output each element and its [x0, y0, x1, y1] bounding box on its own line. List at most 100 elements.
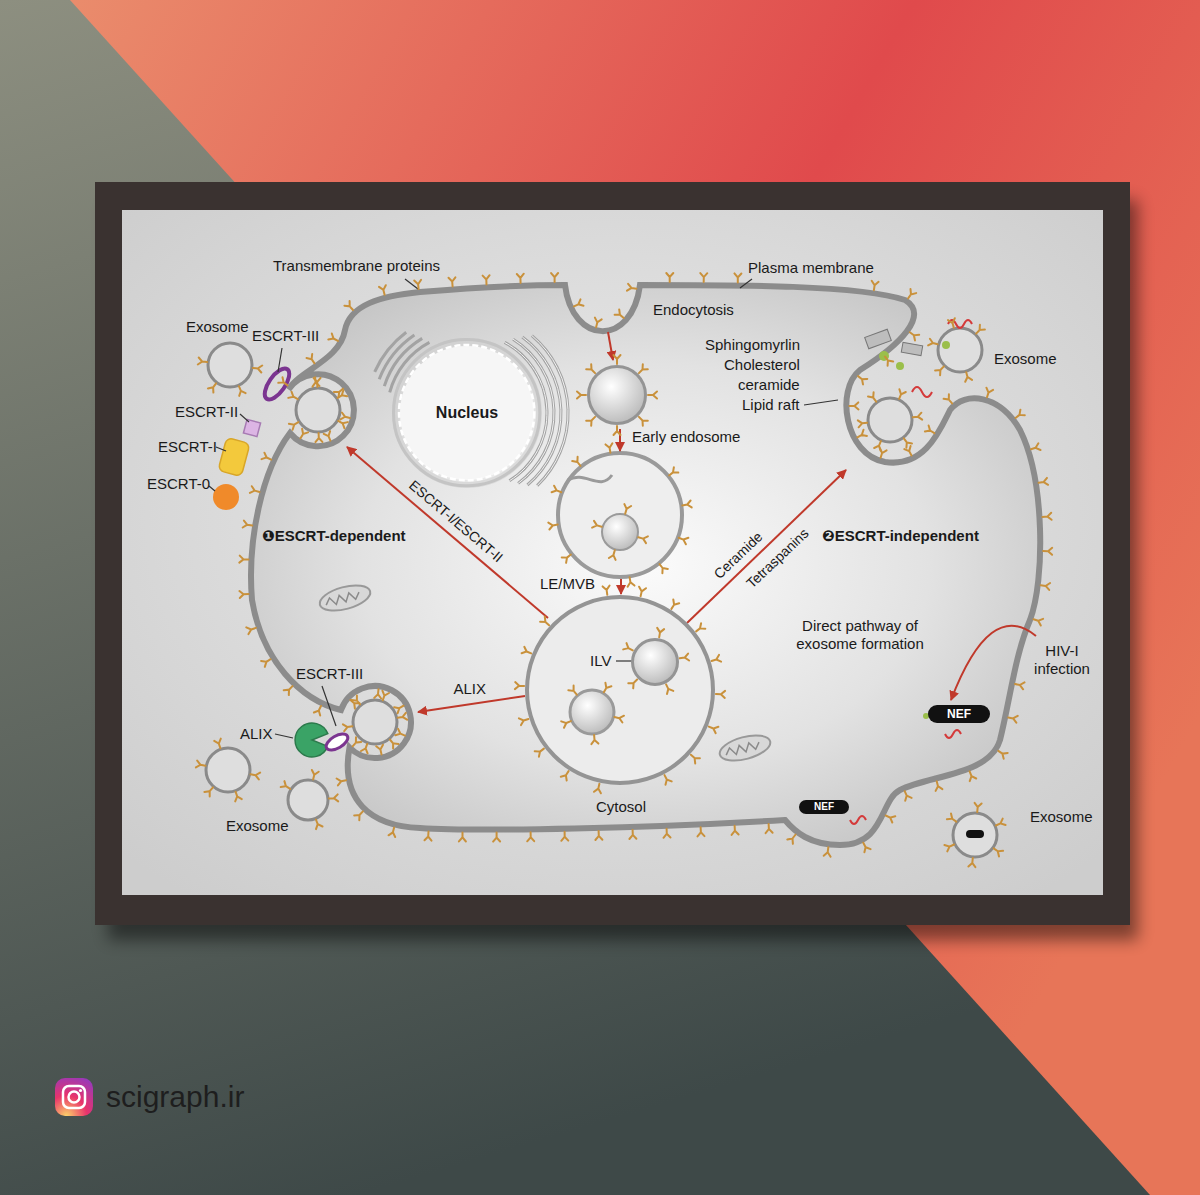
transmembrane-protein — [353, 737, 362, 746]
transmembrane-protein — [986, 388, 993, 398]
transmembrane-protein — [414, 280, 421, 289]
transmembrane-protein — [691, 755, 700, 764]
frame-shadow — [108, 200, 1138, 940]
lipid-raft — [901, 342, 922, 355]
transmembrane-protein — [944, 845, 954, 852]
transmembrane-protein — [337, 779, 347, 786]
transmembrane-protein — [665, 775, 672, 785]
leader-line — [804, 400, 838, 405]
cell-membrane — [251, 285, 1040, 845]
transmembrane-protein — [376, 745, 383, 755]
early-endosome-circle: Early endosome — [587, 365, 647, 425]
transmembrane-protein — [660, 564, 668, 573]
transmembrane-protein — [671, 600, 679, 609]
node-label: NEF — [935, 707, 983, 721]
mitochondrion — [717, 731, 773, 766]
transmembrane-protein — [696, 623, 705, 631]
transmembrane-protein — [374, 689, 381, 698]
transmembrane-protein — [281, 781, 291, 789]
infection-arrow — [951, 626, 1036, 700]
escrt-i-complex — [218, 437, 250, 476]
mitochondrion-body — [717, 731, 773, 766]
transmembrane-protein — [289, 422, 299, 430]
transmembrane-protein — [483, 275, 490, 284]
transmembrane-protein — [857, 430, 867, 438]
transmembrane-protein — [552, 486, 562, 493]
transmembrane-protein — [680, 654, 689, 661]
transmembrane-protein — [904, 446, 911, 456]
structure-label: Sphingomyrlin — [705, 336, 800, 354]
transmembrane-protein — [998, 751, 1007, 759]
transmembrane-protein — [970, 771, 977, 781]
budding-exosome — [868, 398, 912, 442]
nef-cargo — [966, 830, 984, 838]
transmembrane-protein — [595, 831, 602, 840]
transmembrane-protein — [628, 577, 635, 586]
transmembrane-protein — [515, 682, 524, 689]
transmembrane-protein — [379, 285, 386, 295]
transmembrane-protein — [885, 357, 893, 366]
membrane-invagination — [568, 475, 612, 482]
transmembrane-protein — [858, 420, 867, 427]
structure-label: Exosome — [186, 318, 249, 336]
transmembrane-protein — [574, 299, 584, 306]
transmembrane-protein — [1043, 548, 1052, 555]
escrt-ii-complex — [243, 419, 260, 436]
transmembrane-protein — [324, 431, 331, 441]
transmembrane-protein — [732, 826, 739, 835]
transmembrane-protein — [250, 486, 260, 493]
transmembrane-protein — [628, 680, 637, 689]
node-label: NEF — [806, 801, 842, 813]
transmembrane-protein — [301, 429, 309, 439]
mitochondrion-cristae — [325, 590, 361, 607]
structure-label: Endocytosis — [653, 301, 734, 319]
structure-label: HIV-I infection — [1022, 642, 1102, 678]
nef-pill-fill — [799, 800, 849, 814]
transmembrane-protein — [395, 729, 405, 736]
transmembrane-protein — [913, 413, 922, 420]
transmembrane-protein — [595, 318, 602, 328]
transmembrane-protein — [968, 858, 975, 867]
transmembrane-protein — [382, 691, 389, 701]
nef-pill: NEF — [928, 705, 990, 723]
structure-label: Cytosol — [596, 798, 646, 816]
transmembrane-protein — [908, 289, 916, 298]
watermark: scigraph.ir — [106, 1079, 244, 1115]
structure-label: ESCRT-III — [296, 665, 363, 683]
exosome — [938, 328, 982, 372]
transmembrane-protein — [344, 301, 353, 310]
transmembrane-protein — [239, 556, 248, 563]
transmembrane-protein — [994, 848, 1003, 856]
transmembrane-protein — [316, 820, 323, 830]
transmembrane-protein — [314, 378, 321, 387]
pathway-heading: ❷ESCRT-independent — [822, 527, 979, 545]
transmembrane-protein — [1041, 583, 1050, 590]
mvb-fill — [527, 597, 713, 783]
mitochondrion — [317, 581, 373, 616]
transmembrane-protein — [886, 816, 896, 823]
budding-exosome — [296, 388, 340, 432]
transmembrane-protein — [561, 771, 569, 780]
structure-label: Exosome — [226, 817, 289, 835]
transmembrane-protein — [657, 628, 664, 637]
exosome — [206, 748, 250, 792]
transmembrane-protein — [868, 392, 876, 401]
transmembrane-protein — [1008, 716, 1018, 723]
early-endosome-circle-border — [589, 367, 646, 424]
leader-line — [616, 660, 632, 661]
transmembrane-protein — [905, 791, 912, 801]
structure-label: Exosome — [1030, 808, 1093, 826]
exosome — [288, 780, 328, 820]
picture-frame — [95, 182, 1130, 925]
early-endosome-fill — [589, 367, 645, 423]
transmembrane-protein — [352, 695, 361, 704]
transmembrane-protein — [824, 847, 831, 856]
transmembrane-protein — [591, 735, 598, 744]
transmembrane-protein — [700, 273, 707, 282]
nucleus-fill — [395, 341, 539, 485]
protein-squiggle — [945, 730, 961, 738]
transmembrane-protein — [572, 457, 580, 466]
transmembrane-protein — [1042, 513, 1051, 520]
